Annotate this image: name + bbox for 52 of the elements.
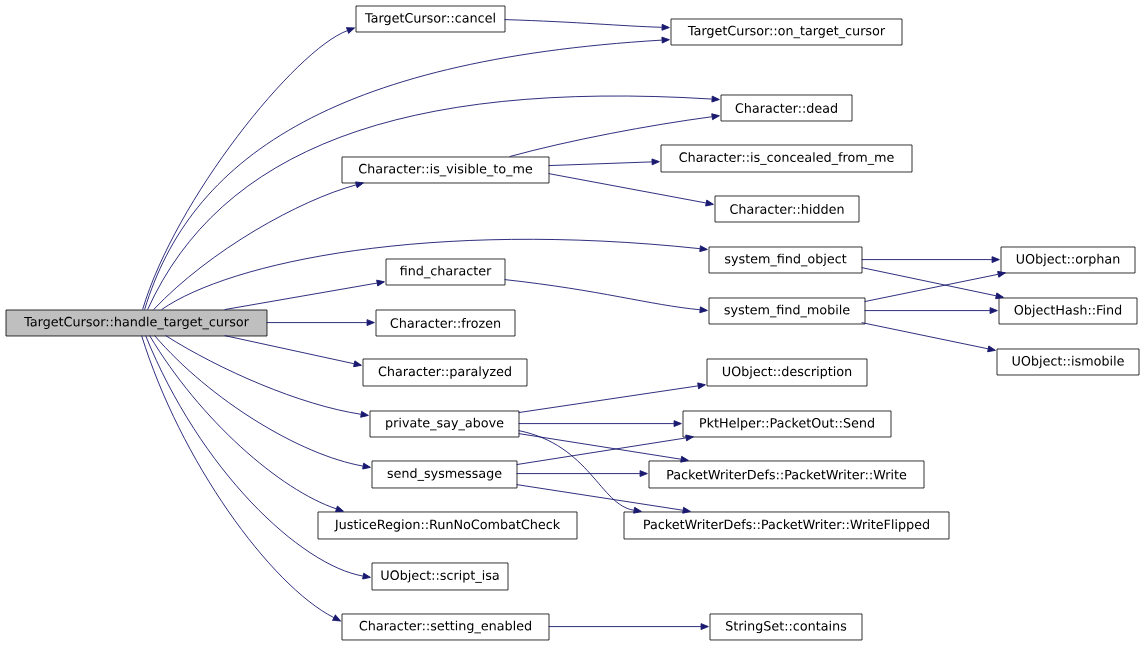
function-box: StringSet::contains	[709, 613, 863, 641]
arrow	[861, 256, 1000, 263]
function-box: PacketWriterDefs::PacketWriter::Write	[648, 460, 925, 489]
function-box: system_find_mobile	[708, 297, 866, 325]
arrow	[153, 181, 364, 311]
arrow	[504, 19, 670, 31]
arrow	[518, 430, 642, 514]
function-box: Character::dead	[720, 94, 853, 122]
arrow	[142, 27, 355, 311]
function-box: TargetCursor::handle_target_cursor	[5, 309, 268, 337]
function-box: Character::is_concealed_from_me	[660, 144, 913, 173]
arrow	[141, 335, 341, 622]
function-box: UObject::script_isa	[371, 562, 509, 591]
function-box: UObject::ismobile	[996, 348, 1140, 376]
function-box: PacketWriterDefs::PacketWriter::WriteFlipped	[623, 511, 950, 540]
function-box: Character::hidden	[714, 195, 860, 223]
arrow	[224, 335, 362, 368]
function-box: TargetCursor::cancel	[355, 5, 506, 33]
arrow	[518, 420, 682, 427]
function-box: TargetCursor::on_target_cursor	[670, 18, 903, 46]
function-box: system_find_object	[708, 246, 863, 274]
arrow	[516, 484, 691, 514]
arrow	[147, 95, 720, 311]
function-box: Character::is_visible_to_me	[341, 156, 550, 184]
arrow	[861, 322, 996, 353]
arrow	[224, 279, 385, 311]
function-box: find_character	[385, 258, 506, 286]
arrow	[864, 307, 998, 314]
arrow	[144, 36, 670, 311]
arrow	[516, 470, 648, 477]
function-box: JusticeRegion::RunNoCombatCheck	[317, 511, 578, 540]
arrow	[548, 173, 714, 207]
arrow	[266, 319, 375, 326]
arrow	[165, 335, 369, 418]
arrow	[548, 158, 660, 167]
function-box: private_say_above	[369, 410, 520, 438]
arrow	[149, 335, 344, 513]
arrow	[154, 335, 371, 470]
function-box: Character::paralyzed	[362, 358, 528, 387]
function-box: UObject::orphan	[1000, 246, 1136, 274]
arrow	[504, 279, 708, 314]
arrow	[518, 382, 706, 414]
function-box: UObject::description	[706, 358, 868, 387]
function-box: ObjectHash::Find	[998, 297, 1138, 325]
function-box: send_sysmessage	[371, 460, 518, 489]
arrow	[161, 238, 708, 311]
arrow	[548, 623, 709, 630]
function-box: Character::frozen	[375, 309, 516, 337]
function-box: PktHelper::PacketOut::Send	[682, 410, 892, 438]
function-box: Character::setting_enabled	[341, 613, 550, 641]
arrow	[509, 113, 720, 158]
arrow	[145, 335, 371, 580]
